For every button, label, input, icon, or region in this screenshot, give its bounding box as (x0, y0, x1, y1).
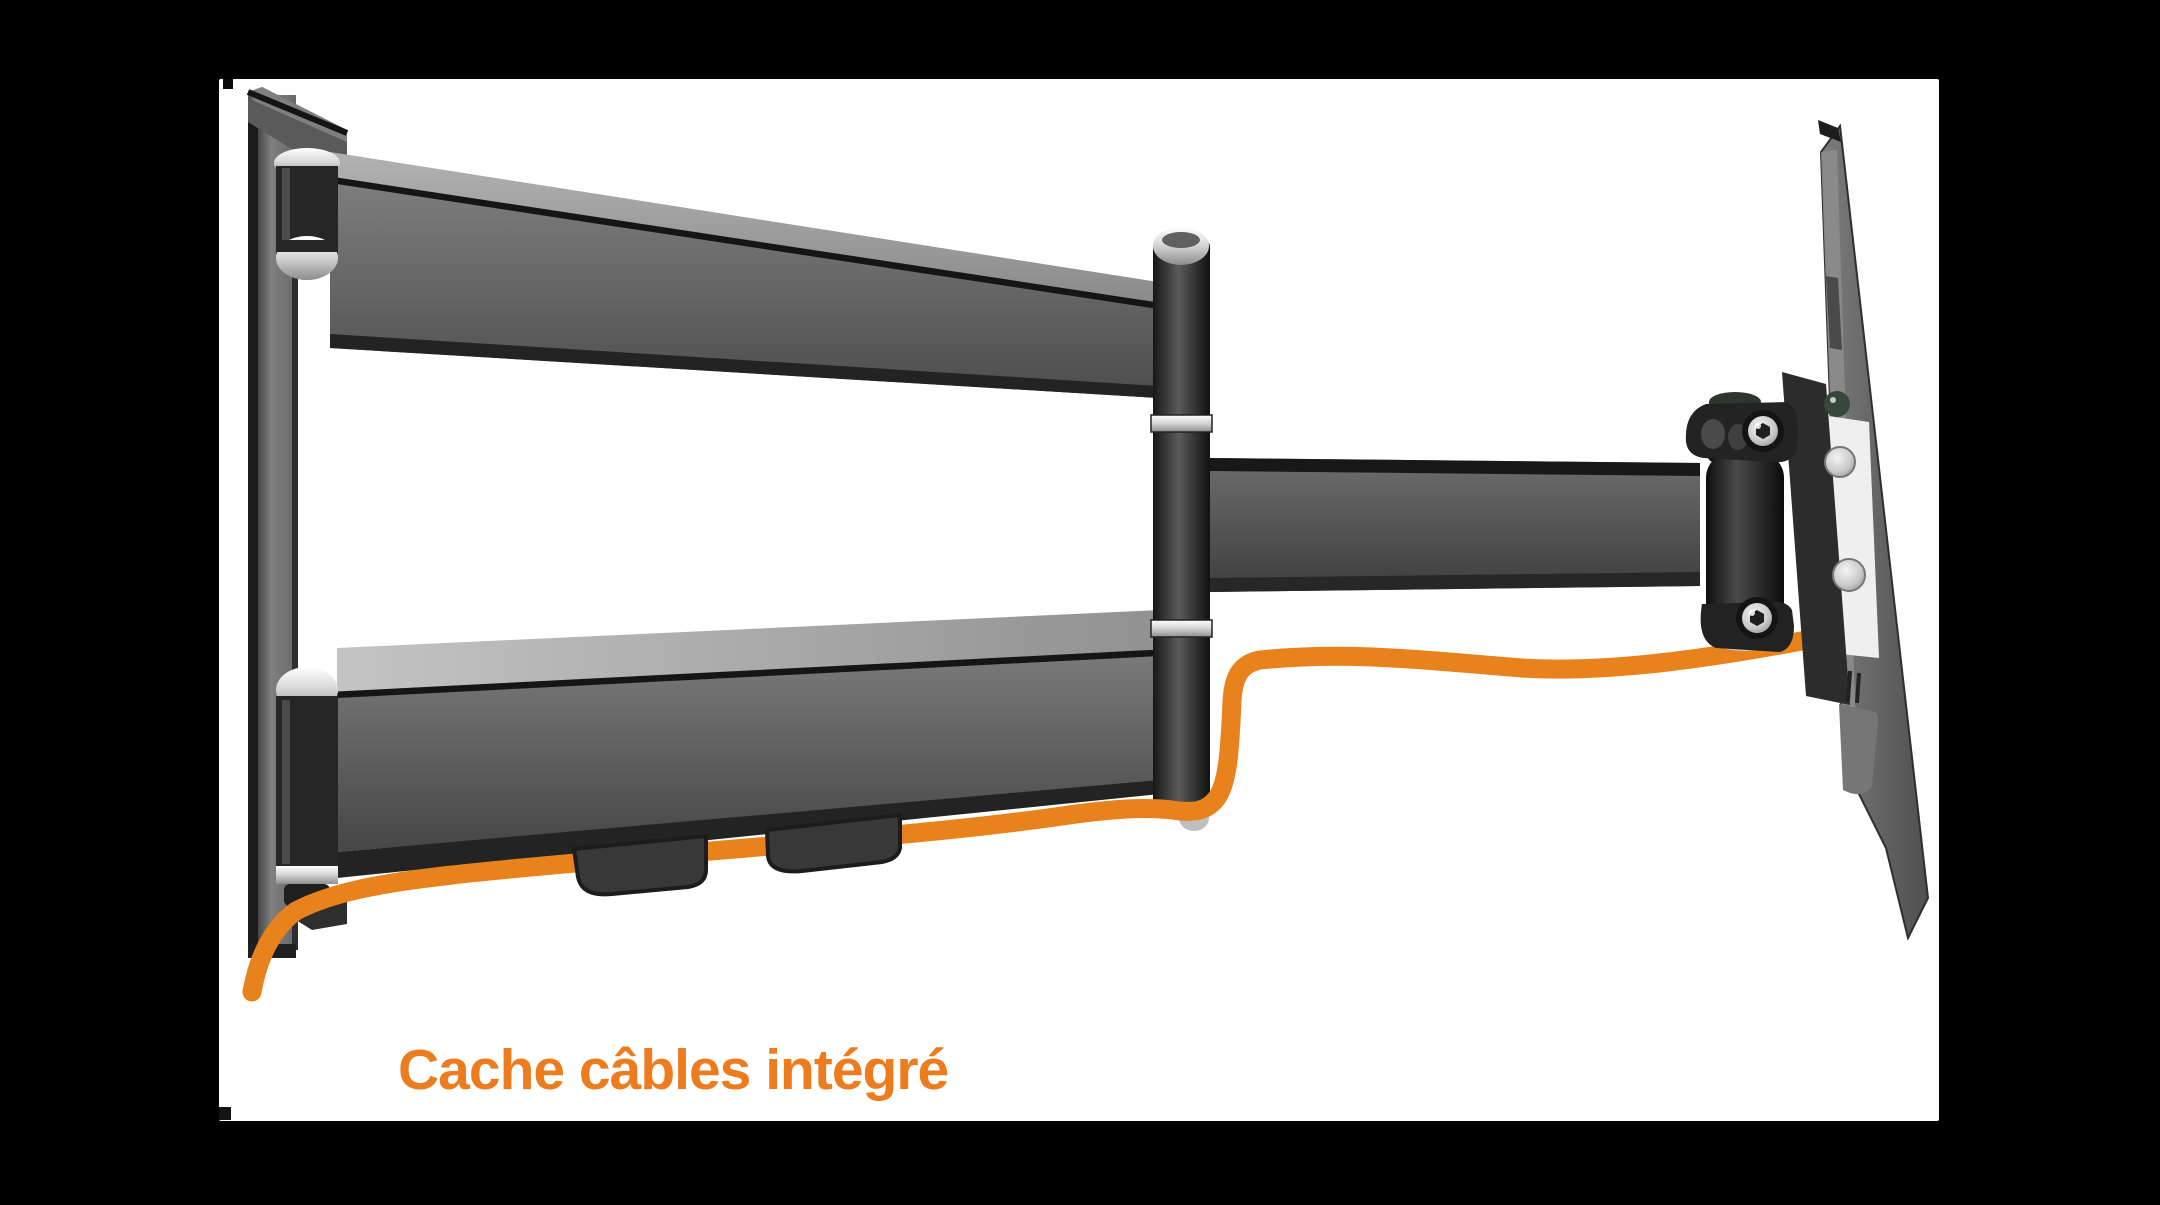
pivot-column-body (1153, 240, 1210, 812)
cable-cover-right-flap (764, 812, 902, 874)
cable-route-highlight (242, 624, 1848, 1002)
extension-arm-face (1210, 458, 1700, 592)
cable-cover (571, 812, 902, 897)
lower-hinge-highlight (282, 700, 290, 864)
lower-arm-bottom-edge (337, 780, 1160, 878)
plate-slot-line-1 (1845, 670, 1853, 702)
upper-wall-hinge (274, 148, 340, 280)
lower-hinge-chrome-ring (276, 866, 338, 884)
lower-arm-bevel (336, 649, 1161, 699)
crop-mark-bottom-left (219, 1107, 231, 1120)
tv-plate-top-hook (1818, 120, 1841, 142)
caption-cache-cables: Cache câbles intégré (398, 1038, 948, 1102)
tilt-bracket-plate (1782, 372, 1850, 705)
upper-arm-bottom-edge (330, 334, 1158, 398)
tilt-barrel (1706, 452, 1784, 638)
tv-plate-slot (1826, 276, 1842, 350)
plate-screw-top (1824, 391, 1850, 417)
upper-arm-top-face (330, 152, 1158, 304)
lower-hex-screw (1736, 597, 1778, 639)
extension-arm-top-edge (1210, 458, 1700, 476)
lower-wall-hinge (276, 667, 338, 906)
lower-arm-front-face (337, 656, 1160, 852)
crop-mark-top-left (223, 79, 233, 89)
tv-plate-fittings (1824, 391, 1879, 795)
upper-arm (329, 152, 1159, 398)
upper-arm-front-face (330, 183, 1158, 398)
upper-hex-screw (1742, 410, 1784, 452)
cable-cover-left-flap (571, 833, 708, 897)
pivot-column-ring-lower (1150, 619, 1213, 638)
plate-screw-top-glint (1830, 397, 1836, 403)
plate-screw-mid (1824, 446, 1856, 478)
upper-hinge-highlight (282, 168, 290, 252)
wall-plate-top-edge (246, 89, 349, 136)
upper-lug-relief-1 (1701, 419, 1725, 449)
wall-plate-side (248, 95, 260, 955)
lower-arm (336, 610, 1161, 878)
upper-hinge-collar (276, 240, 338, 252)
lower-arm-top-face (337, 610, 1160, 694)
plate-slot-line-2 (1854, 672, 1862, 704)
upper-arm-bevel (329, 176, 1159, 310)
wall-plate-inner-edge (292, 150, 298, 950)
plate-screw-low (1832, 558, 1866, 592)
plate-clip-flap (1839, 704, 1879, 795)
pivot-column-ring-upper (1150, 414, 1213, 433)
pivot-column (1150, 227, 1213, 831)
extension-arm (1210, 458, 1700, 592)
pivot-column-dome-top (1162, 232, 1200, 248)
extension-arm-bottom-edge (1210, 572, 1700, 592)
tilt-head (1685, 372, 1850, 705)
